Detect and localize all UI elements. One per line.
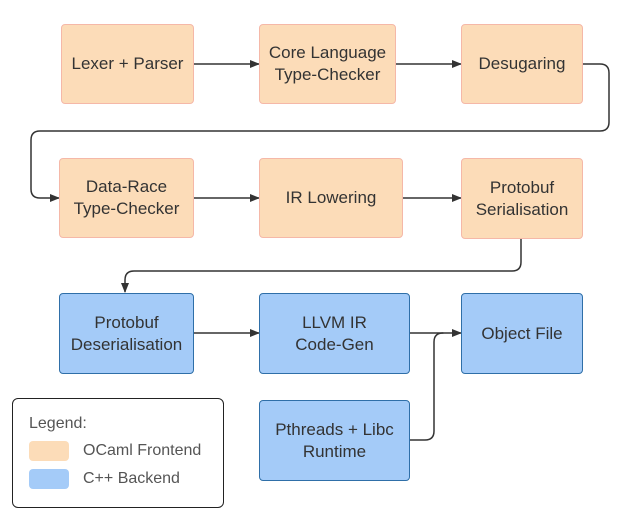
node-object-file: Object File (461, 293, 583, 374)
legend: Legend: OCaml Frontend C++ Backend (12, 398, 224, 508)
node-protobuf-serialisation: Protobuf Serialisation (461, 158, 583, 239)
node-protobuf-deserialisation: Protobuf Deserialisation (59, 293, 194, 374)
legend-swatch-backend (29, 469, 69, 489)
node-lexer-parser: Lexer + Parser (61, 24, 194, 104)
arrow-runtime-to-objectfile (409, 332, 444, 441)
node-ir-lowering: IR Lowering (259, 158, 403, 238)
node-llvm-ir-codegen: LLVM IR Code-Gen (259, 293, 410, 374)
arrow-serialisation-to-deserialisation (121, 239, 522, 293)
node-data-race-type-checker: Data-Race Type-Checker (59, 158, 194, 238)
node-desugaring: Desugaring (461, 24, 583, 104)
legend-swatch-frontend (29, 441, 69, 461)
legend-label-backend: C++ Backend (83, 470, 180, 487)
node-pthreads-libc-runtime: Pthreads + Libc Runtime (259, 400, 410, 481)
node-core-type-checker: Core Language Type-Checker (259, 24, 396, 104)
legend-label-frontend: OCaml Frontend (83, 442, 202, 459)
arrow-desugaring-to-datarace (30, 63, 610, 202)
legend-title: Legend: (29, 415, 87, 432)
